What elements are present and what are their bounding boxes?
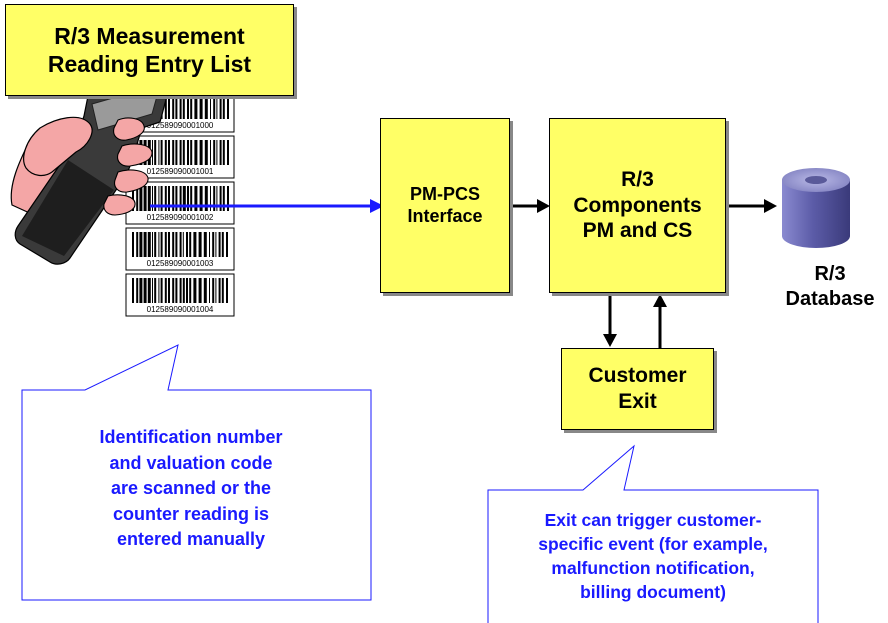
- measurement-reading-entry-list-label: R/3 Measurement Reading Entry List: [47, 22, 252, 77]
- arrow-components-to-database: [726, 199, 777, 213]
- barcode-label: 012589090001004: [125, 273, 235, 317]
- callout-scan-bubble: [21, 344, 372, 601]
- barcode-number: 012589090001002: [147, 213, 214, 222]
- barcode-number: 012589090001000: [147, 121, 214, 130]
- pm-pcs-interface-label: PM-PCS Interface: [407, 183, 483, 226]
- scanner-hand-illustration: [10, 79, 169, 265]
- r3-components-box: R/3 Components PM and CS: [549, 118, 726, 293]
- data-flow-arrow: [150, 199, 384, 213]
- measurement-reading-entry-list-box: R/3 Measurement Reading Entry List: [5, 4, 294, 96]
- arrow-pcs-to-components: [510, 199, 550, 213]
- arrow-components-to-exit: [603, 293, 617, 347]
- barcode-number: 012589090001003: [147, 259, 214, 268]
- callout-scan-text: Identification number and valuation code…: [99, 427, 283, 550]
- barcode-label: 012589090001002: [125, 181, 235, 225]
- callout-exit-bubble: [487, 444, 819, 623]
- barcode-number: 012589090001001: [147, 167, 214, 176]
- barcode-label: 012589090001003: [125, 227, 235, 271]
- customer-exit-box: Customer Exit: [561, 348, 714, 430]
- r3-components-label: R/3 Components PM and CS: [573, 168, 702, 243]
- database-cylinder-icon: [782, 168, 850, 248]
- arrow-exit-to-components: [653, 294, 667, 348]
- pm-pcs-interface-box: PM-PCS Interface: [380, 118, 510, 293]
- database-label: R/3 Database: [785, 263, 875, 310]
- barcode-number: 012589090001004: [147, 305, 214, 314]
- callout-exit-text: Exit can trigger customer- specific even…: [538, 510, 768, 603]
- customer-exit-label: Customer Exit: [588, 364, 687, 413]
